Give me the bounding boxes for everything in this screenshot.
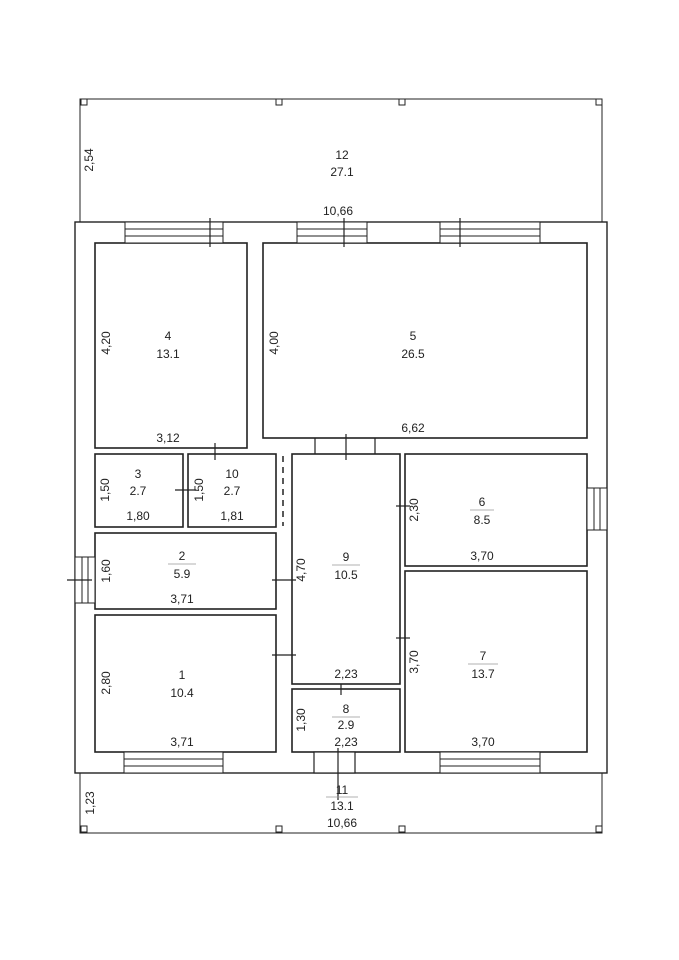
room-number: 9 (343, 550, 350, 564)
room-width: 2,23 (334, 667, 358, 681)
room-5 (262, 242, 588, 439)
room-width: 3,71 (170, 735, 194, 749)
room-width: 3,71 (170, 592, 194, 606)
room-area: 2.7 (224, 484, 241, 498)
room-number: 6 (479, 495, 486, 509)
room-width: 6,62 (401, 421, 425, 435)
room-6 (404, 453, 588, 567)
room-number: 8 (343, 702, 350, 716)
room-area: 13.7 (471, 667, 495, 681)
room-height: 3,70 (407, 650, 421, 674)
room-area: 8.5 (474, 513, 491, 527)
room-labels: 12 27.1 10,66 2,54 4 13.1 3,12 4,20 5 26… (82, 148, 498, 830)
room-width: 10,66 (323, 204, 353, 218)
room-number: 3 (135, 467, 142, 481)
room-9 (291, 453, 401, 685)
room-3 (94, 453, 184, 528)
room-height: 4,00 (267, 331, 281, 355)
room-10 (187, 453, 277, 528)
room-width: 3,70 (470, 549, 494, 563)
room-8 (291, 688, 401, 753)
room-width: 10,66 (327, 816, 357, 830)
room-height: 1,50 (98, 478, 112, 502)
room-area: 10.4 (170, 686, 194, 700)
room-width: 1,80 (126, 509, 150, 523)
room-number: 12 (335, 148, 349, 162)
room-height: 2,30 (407, 498, 421, 522)
room-number: 4 (165, 329, 172, 343)
room-area: 2.9 (338, 718, 355, 732)
room-area: 5.9 (174, 567, 191, 581)
room-width: 1,81 (220, 509, 244, 523)
room-height: 1,30 (294, 708, 308, 732)
room-height: 1,60 (99, 559, 113, 583)
room-height: 1,50 (192, 478, 206, 502)
room-height: 2,54 (82, 148, 96, 172)
room-number: 1 (179, 668, 186, 682)
room-1 (94, 614, 277, 753)
room-area: 13.1 (330, 799, 354, 813)
room-number: 7 (480, 649, 487, 663)
room-height: 2,80 (99, 671, 113, 695)
room-height: 4,20 (99, 331, 113, 355)
room-width: 2,23 (334, 735, 358, 749)
room-area: 2.7 (130, 484, 147, 498)
room-height: 4,70 (294, 558, 308, 582)
room-area: 26.5 (401, 347, 425, 361)
room-area: 27.1 (330, 165, 354, 179)
room-width: 3,12 (156, 431, 180, 445)
room-number: 10 (225, 467, 239, 481)
room-number: 2 (179, 549, 186, 563)
room-area: 13.1 (156, 347, 180, 361)
door-marks (67, 218, 461, 800)
room-height: 1,23 (83, 791, 97, 815)
terrace-posts (80, 98, 603, 833)
room-number: 5 (410, 329, 417, 343)
room-7 (404, 570, 588, 753)
room-4 (94, 242, 248, 449)
room-area: 10.5 (334, 568, 358, 582)
room-number: 11 (336, 783, 349, 797)
room-width: 3,70 (471, 735, 495, 749)
